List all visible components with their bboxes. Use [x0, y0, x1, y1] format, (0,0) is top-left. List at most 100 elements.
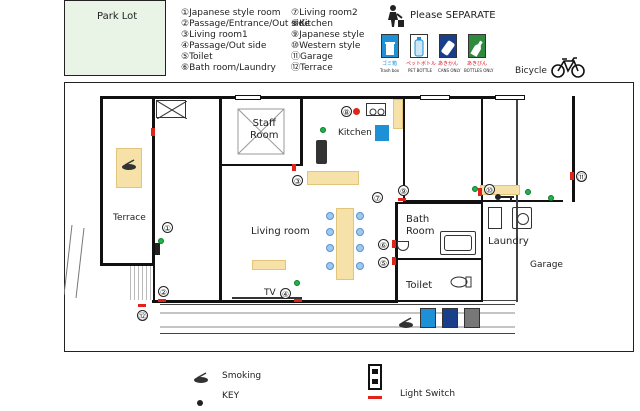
park-lot: Park Lot — [64, 0, 166, 76]
cans-icon — [439, 34, 457, 58]
wall-left-bottom — [100, 263, 154, 266]
driveway — [63, 220, 104, 304]
tv-line — [232, 297, 302, 299]
window — [420, 95, 450, 100]
bin-sub: CANS ONLY — [438, 68, 461, 73]
fridge-icon — [316, 140, 327, 164]
legend-item: ⑧Kitchen — [291, 19, 333, 29]
window — [495, 95, 525, 100]
garage-label: Garage — [530, 260, 563, 270]
green-marker — [548, 195, 554, 201]
green-marker — [294, 280, 300, 286]
legend-item: ⑫Terrace — [291, 63, 333, 73]
smoking-icon — [398, 314, 414, 333]
room-legend-col1: ①Japanese style room ②Passage/Entrance/O… — [181, 8, 310, 74]
legend-item: ②Passage/Entrance/Out side — [181, 19, 310, 29]
light-switch — [392, 240, 396, 248]
stair-box — [156, 100, 188, 120]
terrace-label: Terrace — [113, 213, 146, 223]
green-marker — [525, 189, 531, 195]
stove-icon — [366, 103, 386, 116]
light-switch — [392, 257, 396, 265]
legend-item: ③Living room1 — [181, 30, 248, 40]
kitchen-trash-icon — [375, 125, 389, 141]
wall-left — [100, 96, 103, 266]
room-number-3: ③ — [292, 175, 303, 186]
bottles-icon — [468, 34, 486, 58]
chair — [326, 262, 334, 270]
bin-sub: Trash box — [380, 68, 400, 73]
light-switch — [151, 128, 155, 136]
room-number-6: ⑥ — [378, 239, 389, 250]
legend-smoking: Smoking — [222, 371, 262, 381]
legend-item: ⑨Japanese style — [291, 30, 365, 40]
legend-item: ④Passage/Out side — [181, 41, 267, 51]
room-number-5: ⑤ — [378, 257, 389, 268]
dining-table — [336, 208, 354, 280]
smoking-icon — [193, 369, 209, 388]
kitchen-counter — [307, 171, 359, 185]
room-number-2: ② — [158, 286, 169, 297]
trash-bin-icon — [420, 308, 436, 328]
garage-bottom — [483, 300, 518, 301]
room-number-8: ⑧ — [341, 106, 352, 117]
light-switch — [398, 198, 406, 201]
sofa — [252, 260, 286, 270]
smoking-icon — [121, 156, 137, 175]
wall-right — [572, 96, 575, 202]
bin-label: ゴミ箱 — [382, 61, 398, 67]
kitchen-label: Kitchen — [338, 128, 372, 138]
room-number-4: ④ — [280, 288, 291, 299]
light-switch-legend-mark — [368, 396, 382, 399]
light-switch — [158, 299, 166, 302]
bath-room-text: Bath Room — [406, 214, 435, 237]
counter-vertical — [393, 99, 403, 129]
wall-bath-toilet — [395, 258, 483, 260]
key-icon — [494, 186, 516, 205]
bin-label: あきかん — [438, 61, 459, 67]
bin-label: あきびん — [467, 61, 488, 67]
tv-label: TV — [264, 288, 276, 298]
cabinet-icon — [368, 364, 382, 390]
terrace-deck — [130, 266, 153, 300]
park-lot-label: Park Lot — [97, 11, 138, 22]
trash-person-icon — [383, 4, 405, 32]
bathtub-icon — [440, 231, 476, 255]
wall-toilet-bottom — [395, 300, 483, 302]
room-number-11: ⑪ — [576, 171, 587, 182]
bin-sub: BOTTLES ONLY — [464, 68, 494, 73]
wall-living-left — [219, 96, 222, 302]
room-number-12: ⑫ — [137, 310, 148, 321]
window — [235, 95, 261, 100]
chair — [326, 244, 334, 252]
wall-bath-top — [395, 202, 483, 204]
washer-icon — [512, 207, 532, 229]
legend-item: ⑥Bath room/Laundry — [181, 63, 276, 73]
laundry-label: Laundry — [488, 236, 529, 247]
wall-terrace — [152, 96, 155, 302]
wall-kitchen-left — [300, 96, 303, 166]
chair — [356, 212, 364, 220]
staff-room-text: Staff Room — [250, 118, 279, 141]
toilet-label: Toilet — [406, 280, 433, 291]
legend-light-switch: Light Switch — [400, 389, 456, 399]
wall-bath-right — [481, 202, 483, 302]
wall-room-bottom — [403, 200, 563, 202]
bin-label: ペットボトル — [406, 61, 437, 67]
garage-right — [516, 96, 518, 302]
passage — [160, 304, 515, 334]
light-switch — [292, 164, 296, 171]
dryer-icon — [488, 207, 502, 229]
room-number-7: ⑦ — [372, 192, 383, 203]
chair — [326, 228, 334, 236]
wall-bath-left — [395, 202, 398, 303]
chair — [356, 244, 364, 252]
legend-key: KEY — [222, 391, 240, 401]
light-switch — [570, 172, 574, 180]
legend-item: ①Japanese style room — [181, 8, 281, 18]
light-switch — [138, 304, 146, 307]
sink-icon — [397, 241, 409, 251]
living-room-label: Living room — [251, 226, 310, 237]
key-box-icon — [155, 243, 160, 255]
green-marker — [158, 238, 164, 244]
